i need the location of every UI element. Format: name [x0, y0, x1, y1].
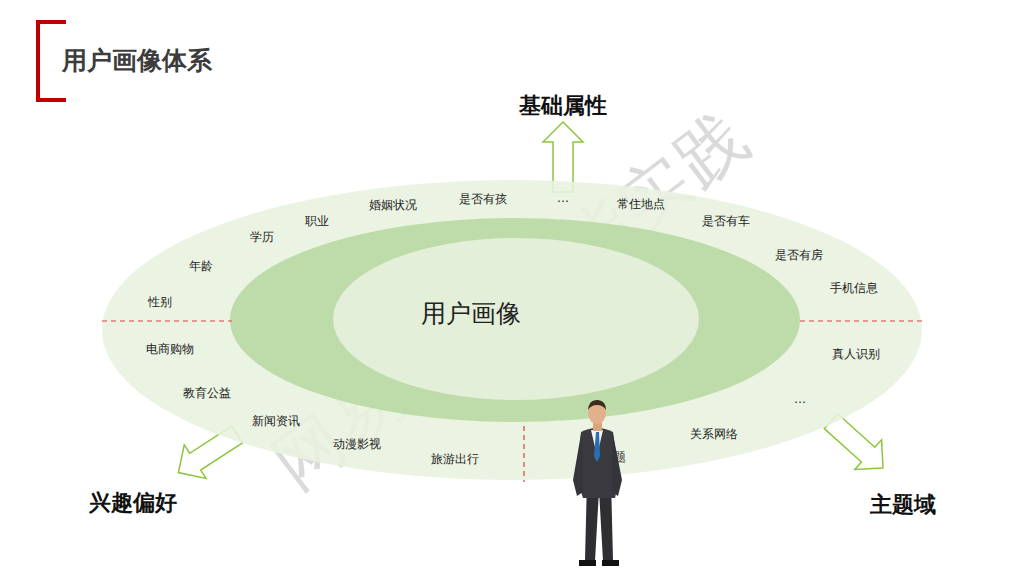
ring-word: … — [557, 191, 569, 205]
title-bracket — [38, 22, 66, 100]
inner-ellipse: 用户画像 — [333, 238, 699, 400]
ring-word: 旅游出行 — [431, 451, 479, 468]
outer-ellipse: 性别 年龄 学历 职业 婚姻状况 是否有孩 … 常住地点是否有车是否有房手机信息真人识别 … 关系… — [102, 180, 924, 482]
ring-word: 是否有孩 — [459, 191, 507, 208]
person-tie — [594, 432, 600, 462]
ring-word: 手机信息 — [830, 280, 878, 297]
ring-word: 真人识别 — [832, 346, 880, 363]
ring-word: 性别 — [148, 294, 172, 311]
ring-word: … — [794, 392, 806, 406]
separator-line — [800, 320, 925, 321]
ring-word: 婚姻状况 — [369, 197, 417, 214]
ring-word: 职业 — [305, 213, 329, 230]
outer-ring — [102, 180, 922, 480]
axis-label: 兴趣偏好 — [89, 488, 177, 518]
person-hair — [588, 400, 606, 410]
center-label: 用户画像 — [421, 297, 521, 330]
person-shoes — [579, 560, 619, 566]
axis-label: 主题域 — [870, 490, 936, 520]
ring-word: 新闻资讯 — [252, 413, 300, 430]
ring-word: 电商购物 — [146, 341, 194, 358]
axis-label: 基础属性 — [519, 91, 607, 121]
ring-word: 动漫影视 — [333, 436, 381, 453]
inner-ring — [333, 238, 699, 400]
separator-line — [102, 320, 232, 321]
ring-word: 常住地点 — [617, 196, 665, 213]
ring-word: 是否有车 — [702, 213, 750, 230]
separator-line — [523, 426, 524, 482]
ring-word: 年龄 — [189, 258, 213, 275]
ring-word: 学历 — [250, 229, 274, 246]
page-title: 用户画像体系 — [62, 44, 212, 77]
ring-word: 关系网络 — [690, 426, 738, 443]
ring-word: 教育公益 — [183, 385, 231, 402]
middle-ring — [230, 218, 800, 422]
ring-word: 是否有房 — [775, 247, 823, 264]
